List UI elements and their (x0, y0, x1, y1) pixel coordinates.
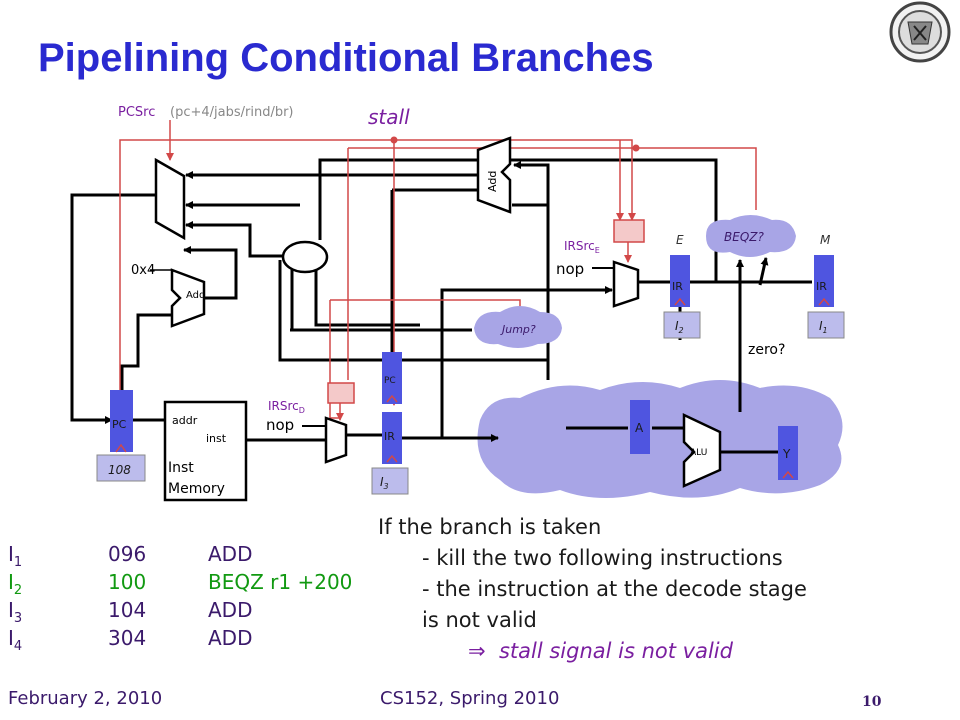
exec-nop-mux (612, 260, 640, 308)
instruction-row: I3 104 ADD (8, 598, 253, 626)
mem-name-2: Memory (168, 481, 225, 497)
alu-label: ALU (690, 448, 707, 458)
decode-tag-box (371, 467, 409, 495)
instruction-row: I2 100 BEQZ r1 +200 (8, 570, 353, 598)
irsrc-d-label: IRSrcD (268, 399, 305, 415)
stall-label: stall (368, 105, 410, 129)
jump-label: Jump? (500, 323, 536, 336)
stage-e-label: E (676, 233, 684, 247)
pc-value-box (96, 454, 146, 482)
mem-name-1: Inst (168, 460, 194, 476)
branch-target-adder (476, 136, 512, 214)
small-add-label: Add (186, 290, 205, 301)
a-register (630, 400, 650, 454)
decode-tag: I3 (380, 475, 389, 491)
decode-nop-mux (324, 416, 348, 464)
instruction-row: I4 304 ADD (8, 626, 253, 654)
irsrc-d-box (327, 382, 355, 404)
page-number: 10 (862, 694, 882, 710)
beqz-cloud (706, 215, 796, 257)
ir-exec-label: IR (672, 280, 683, 293)
nop-e-label: nop (556, 260, 584, 278)
note-line-2: - kill the two following instructions (422, 546, 783, 570)
mem-inst-label: inst (206, 432, 227, 445)
jump-register (281, 240, 329, 274)
irsrc-e-box (613, 219, 645, 243)
nop-d-label: nop (266, 416, 294, 434)
mem-tag: I1 (819, 319, 828, 335)
note-line-3: - the instruction at the decode stage (422, 577, 807, 601)
instruction-list: I1 096 ADD I2 100 BEQZ r1 +200 I3 104 AD… (8, 540, 408, 654)
page-title: Pipelining Conditional Branches (38, 36, 654, 80)
pcsrc-options: (pc+4/jabs/rind/br) (170, 105, 294, 120)
decode-ir-register (382, 412, 402, 464)
note-line-1: If the branch is taken (378, 515, 602, 539)
irsrc-e-label: IRSrcE (564, 239, 600, 255)
note-line-4: is not valid (422, 608, 537, 632)
mem-addr-label: addr (172, 414, 198, 427)
y-register (778, 426, 798, 480)
pc-register (110, 390, 133, 452)
pc-value: 108 (108, 463, 131, 477)
a-label: A (635, 421, 644, 435)
university-seal-logo (889, 1, 951, 63)
jump-cloud (474, 306, 562, 348)
exec-ir-register (670, 255, 690, 307)
exec-tag: I2 (675, 319, 684, 335)
decode-pc-register (382, 352, 402, 404)
execute-cloud (477, 380, 843, 499)
footer-date: February 2, 2010 (8, 688, 163, 709)
note-line-5: ⇒ stall signal is not valid (468, 639, 733, 663)
pc-fetch-label: PC (112, 418, 127, 431)
footer-course: CS152, Spring 2010 (380, 688, 560, 709)
stage-m-label: M (820, 233, 831, 247)
exec-tag-box (663, 311, 701, 339)
pc-decode-label: PC (384, 376, 396, 386)
beqz-label: BEQZ? (724, 230, 764, 244)
inst-memory (163, 400, 248, 502)
const-4-label: 0x4 (131, 263, 155, 278)
datapath-wires (70, 158, 812, 454)
top-add-label: Add (486, 171, 499, 192)
alu (682, 413, 722, 488)
implies-icon: ⇒ (468, 639, 486, 663)
y-label: Y (782, 447, 791, 461)
pc-plus4-adder (170, 268, 206, 328)
control-wires (119, 120, 757, 421)
mem-ir-register (814, 255, 834, 307)
explanation-notes: If the branch is taken - kill the two fo… (378, 512, 807, 667)
ir-mem-label: IR (816, 280, 827, 293)
zero-label: zero? (748, 342, 785, 358)
pc-mux (154, 157, 186, 241)
ir-decode-label: IR (384, 430, 395, 443)
mem-tag-box (807, 311, 845, 339)
instruction-row: I1 096 ADD (8, 542, 253, 570)
pcsrc-label: PCSrc (118, 105, 155, 120)
